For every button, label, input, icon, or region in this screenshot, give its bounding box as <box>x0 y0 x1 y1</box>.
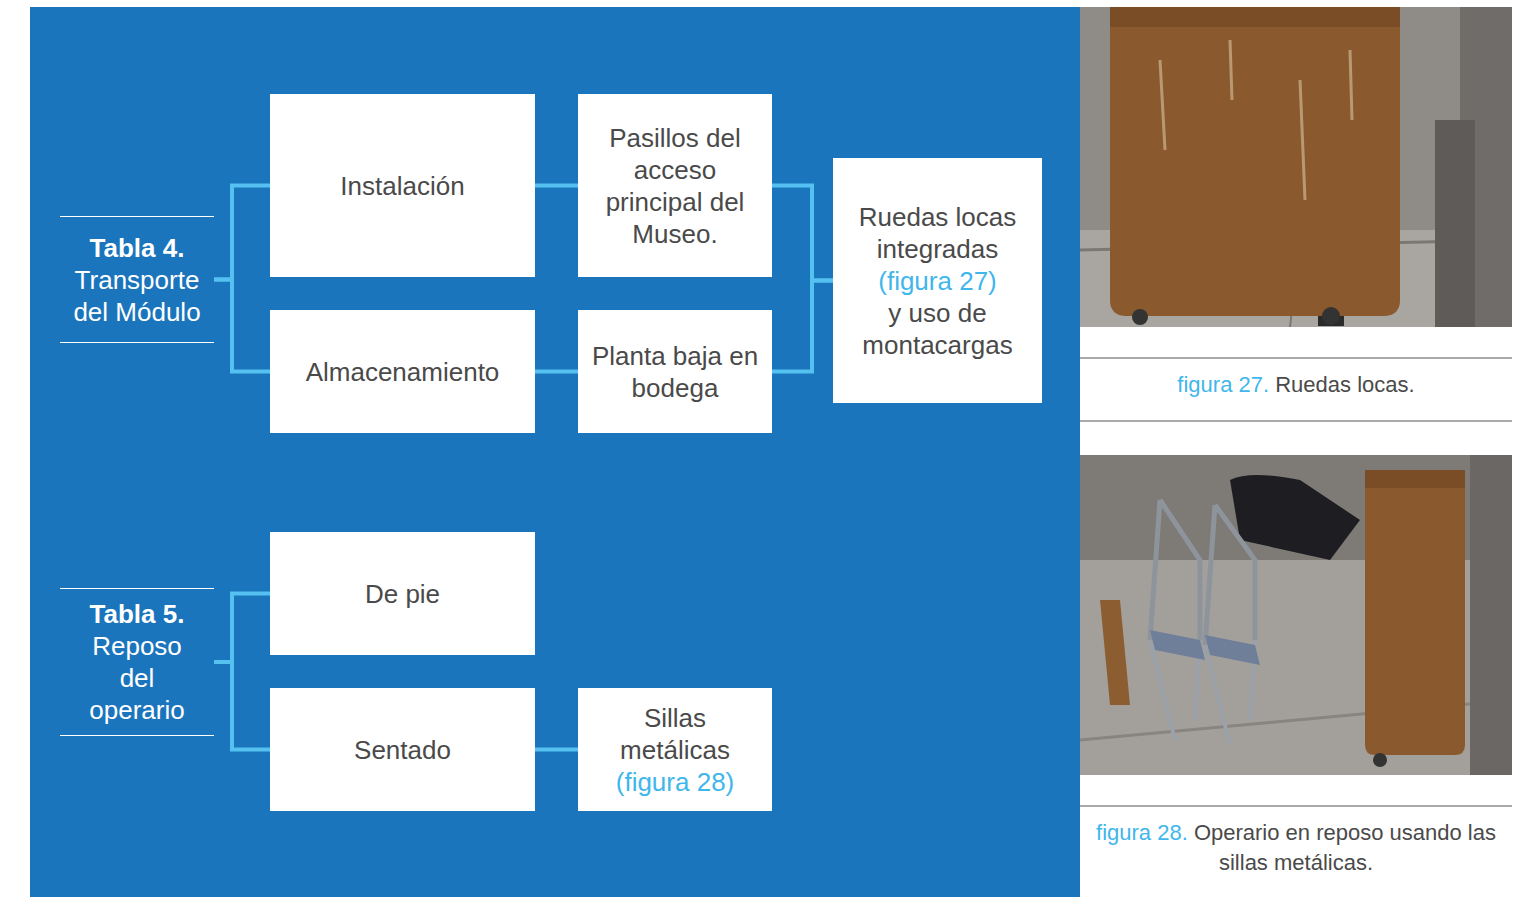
result-box: Sillas metálicas(figura 28) <box>578 688 772 811</box>
figure-reference: (figura 27) <box>845 265 1030 297</box>
node-text: Tabla 4. <box>72 232 202 264</box>
text-group: Instalación <box>340 170 464 202</box>
connector-line <box>535 184 578 188</box>
text-group: Ruedas locas integradas(figura 27)y uso … <box>845 201 1030 361</box>
figure-number: figura 27. <box>1177 372 1269 397</box>
connector-line <box>214 662 270 750</box>
text-group: De pie <box>365 578 440 610</box>
process-box: Planta baja en bodega <box>578 310 772 433</box>
connector-line <box>535 370 578 374</box>
result-box: Ruedas locas integradas(figura 27)y uso … <box>833 158 1042 403</box>
figure-caption: figura 28. Operario en reposo usando las… <box>1090 818 1502 878</box>
photo-chairs <box>1080 455 1512 775</box>
node-text: Sentado <box>354 734 451 766</box>
process-box: Instalación <box>270 94 535 277</box>
node-text: Planta baja en bodega <box>590 340 760 404</box>
table-heading: Tabla 5.Reposo del operario <box>60 588 214 736</box>
figure-caption: figura 27. Ruedas locas. <box>1080 370 1512 400</box>
node-text: Transporte del Módulo <box>72 264 202 328</box>
process-box: Sentado <box>270 688 535 811</box>
connector-line <box>214 280 270 372</box>
node-text: Instalación <box>340 170 464 202</box>
caption-text: Operario en reposo usando las sillas met… <box>1194 820 1496 875</box>
process-box: De pie <box>270 532 535 655</box>
text-group: Tabla 4.Transporte del Módulo <box>72 232 202 328</box>
node-text: Sillas metálicas <box>590 702 760 766</box>
photo-wheels <box>1080 7 1512 327</box>
node-text: Ruedas locas integradas <box>845 201 1030 265</box>
text-group: Pasillos del acceso principal del Museo. <box>590 122 760 250</box>
node-text: Almacenamiento <box>306 356 500 388</box>
figure-number: figura 28. <box>1096 820 1188 845</box>
figure-reference: (figura 28) <box>590 766 760 798</box>
node-text: y uso de montacargas <box>845 297 1030 361</box>
process-box: Pasillos del acceso principal del Museo. <box>578 94 772 277</box>
connector-line <box>535 748 578 752</box>
text-group: Planta baja en bodega <box>590 340 760 404</box>
node-text: Reposo del operario <box>72 630 202 726</box>
text-group: Sillas metálicas(figura 28) <box>590 702 760 798</box>
process-box: Almacenamiento <box>270 310 535 433</box>
text-group: Tabla 5.Reposo del operario <box>72 598 202 726</box>
blue-panel <box>30 7 1080 897</box>
node-text: De pie <box>365 578 440 610</box>
caption-text: Ruedas locas. <box>1275 372 1414 397</box>
table-heading: Tabla 4.Transporte del Módulo <box>60 216 214 343</box>
connector-line <box>772 186 833 281</box>
connector-line <box>214 186 270 280</box>
text-group: Almacenamiento <box>306 356 500 388</box>
node-text: Pasillos del acceso principal del Museo. <box>590 122 760 250</box>
text-group: Sentado <box>354 734 451 766</box>
node-text: Tabla 5. <box>72 598 202 630</box>
connector-line <box>214 594 270 663</box>
caption-rules <box>1080 358 1512 806</box>
connector-line <box>772 281 833 372</box>
